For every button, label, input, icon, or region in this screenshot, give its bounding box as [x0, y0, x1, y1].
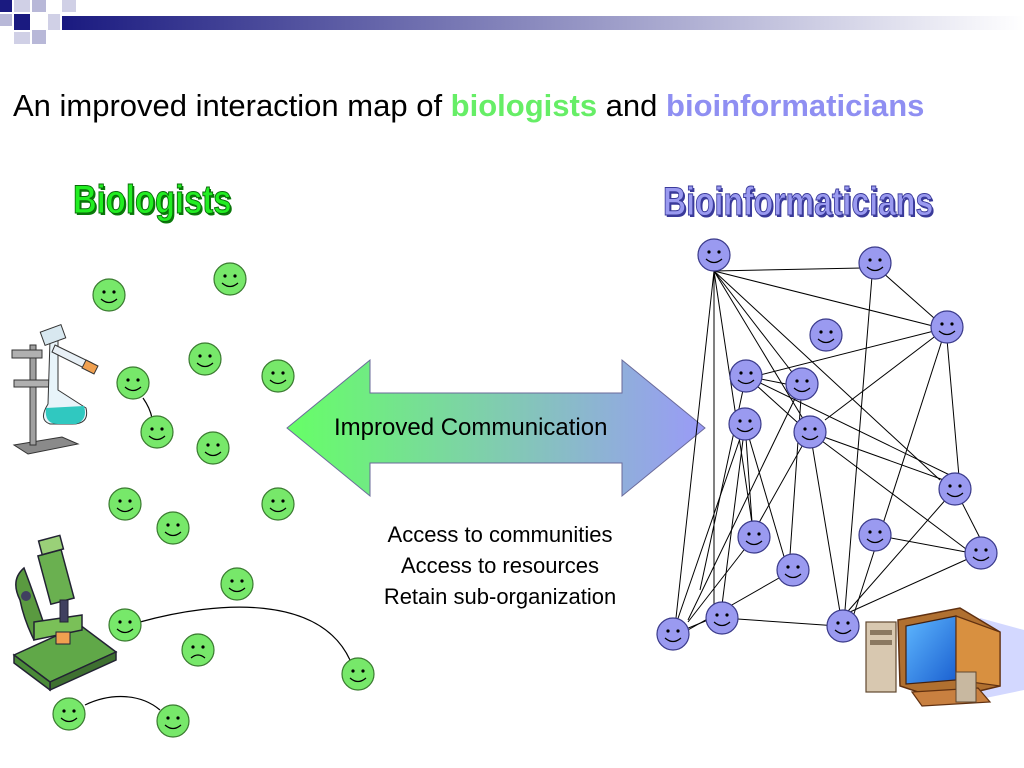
bioinformatician-group	[656, 238, 998, 651]
biologist-smiley-face	[108, 487, 142, 521]
benefit-item: Access to communities	[387, 522, 613, 547]
biologist-smiley-face	[156, 511, 190, 545]
benefit-item: Retain sub-organization	[383, 584, 617, 609]
biologist-smiley-face	[220, 567, 254, 601]
bioinformatician-face	[793, 415, 827, 449]
computer-icon	[865, 607, 1024, 707]
biologist-smiley-face	[188, 342, 222, 376]
biologist-smiley-face	[261, 359, 295, 393]
bioinformatician-network	[673, 263, 982, 635]
bioinformatician-face	[656, 617, 690, 651]
biologist-smiley-face	[341, 657, 375, 691]
title-joiner: and	[597, 88, 667, 123]
benefits-list: Access to communities Access to resource…	[340, 519, 660, 612]
biologist-smiley-face	[108, 608, 142, 642]
bioinformatician-face	[964, 536, 998, 570]
bioinformatician-face	[729, 359, 763, 393]
communication-arrow	[286, 358, 706, 498]
bioinformatician-face	[809, 318, 843, 352]
biologist-smiley-face	[140, 415, 174, 449]
bioinformatician-face	[930, 310, 964, 344]
bioinformatician-face	[728, 407, 762, 441]
benefit-item: Access to resources	[400, 553, 600, 578]
biologist-group	[52, 262, 375, 738]
title-biologists: biologists	[450, 88, 598, 123]
bioinformatician-face	[858, 518, 892, 552]
bioinformatician-face	[785, 367, 819, 401]
bioinformatician-face	[776, 553, 810, 587]
title-bioinformaticians: bioinformaticians	[666, 88, 925, 123]
biologist-smiley-face	[213, 262, 247, 296]
bioinformatician-face	[826, 609, 860, 643]
biologist-smiley-face	[261, 487, 295, 521]
biologist-smiley-face	[156, 704, 190, 738]
bioinformatician-face	[737, 520, 771, 554]
bioinformatician-face	[697, 238, 731, 272]
heading-biologists: Biologists	[73, 178, 232, 223]
bioinformatician-face	[858, 246, 892, 280]
test-tube-stand-icon	[11, 324, 99, 455]
slide-title: An improved interaction map of biologist…	[13, 88, 924, 124]
bioinformatician-face	[705, 601, 739, 635]
biologist-smiley-face	[52, 697, 86, 731]
header-decoration	[0, 0, 1024, 44]
biologist-smiley-face	[92, 278, 126, 312]
heading-bioinformaticians: Bioinformaticians	[663, 180, 934, 225]
arrow-label: Improved Communication	[334, 414, 608, 441]
biologist-smiley-face	[116, 366, 150, 400]
bioinformatician-face	[938, 472, 972, 506]
biologist-smiley-face	[196, 431, 230, 465]
title-prefix: An improved interaction map of	[13, 88, 451, 123]
biologist-frowning-face	[181, 633, 215, 667]
microscope-icon	[12, 534, 118, 692]
